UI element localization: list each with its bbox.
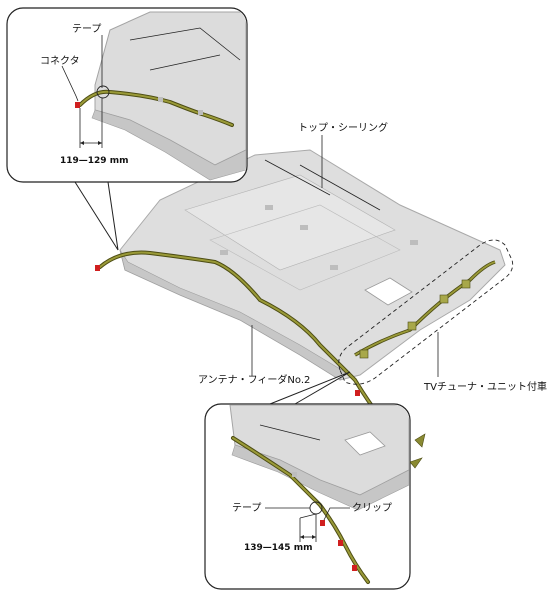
bottom-callout-pointer <box>269 371 351 405</box>
bottom-dimension <box>299 513 317 542</box>
roof-lining-label: トップ・シーリング <box>298 121 388 134</box>
clip-leader <box>323 507 350 521</box>
connector-leader <box>61 65 79 102</box>
top-detail-drawing <box>75 11 246 181</box>
bottom-cable-tail <box>409 457 423 469</box>
antenna-feeder-cable <box>98 250 392 432</box>
cable-tail-end <box>414 433 426 448</box>
top-dimension-label: 119—129 mm <box>60 156 128 166</box>
tv-tuner-label: TVチューナ・ユニット付車 <box>423 380 547 393</box>
connector-left <box>95 265 100 271</box>
top-dimension <box>79 98 103 148</box>
tv-tuner-dashed-outline <box>338 239 514 385</box>
connector-front-1 <box>355 390 360 396</box>
bottom-detail-drawing <box>229 405 409 584</box>
clip-label: クリップ <box>352 502 392 514</box>
connector-label: コネクタ <box>40 55 80 67</box>
antenna-feeder-label: アンテナ・フィーダNo.2 <box>198 373 310 386</box>
top-callout-pointer <box>74 181 119 251</box>
tape-label-top: テープ <box>72 23 101 35</box>
tape-label-bottom: テープ <box>232 502 261 514</box>
roof-lining-panel <box>119 149 506 381</box>
tv-tuner-cable <box>354 260 496 359</box>
bottom-dimension-label: 139—145 mm <box>244 543 312 553</box>
